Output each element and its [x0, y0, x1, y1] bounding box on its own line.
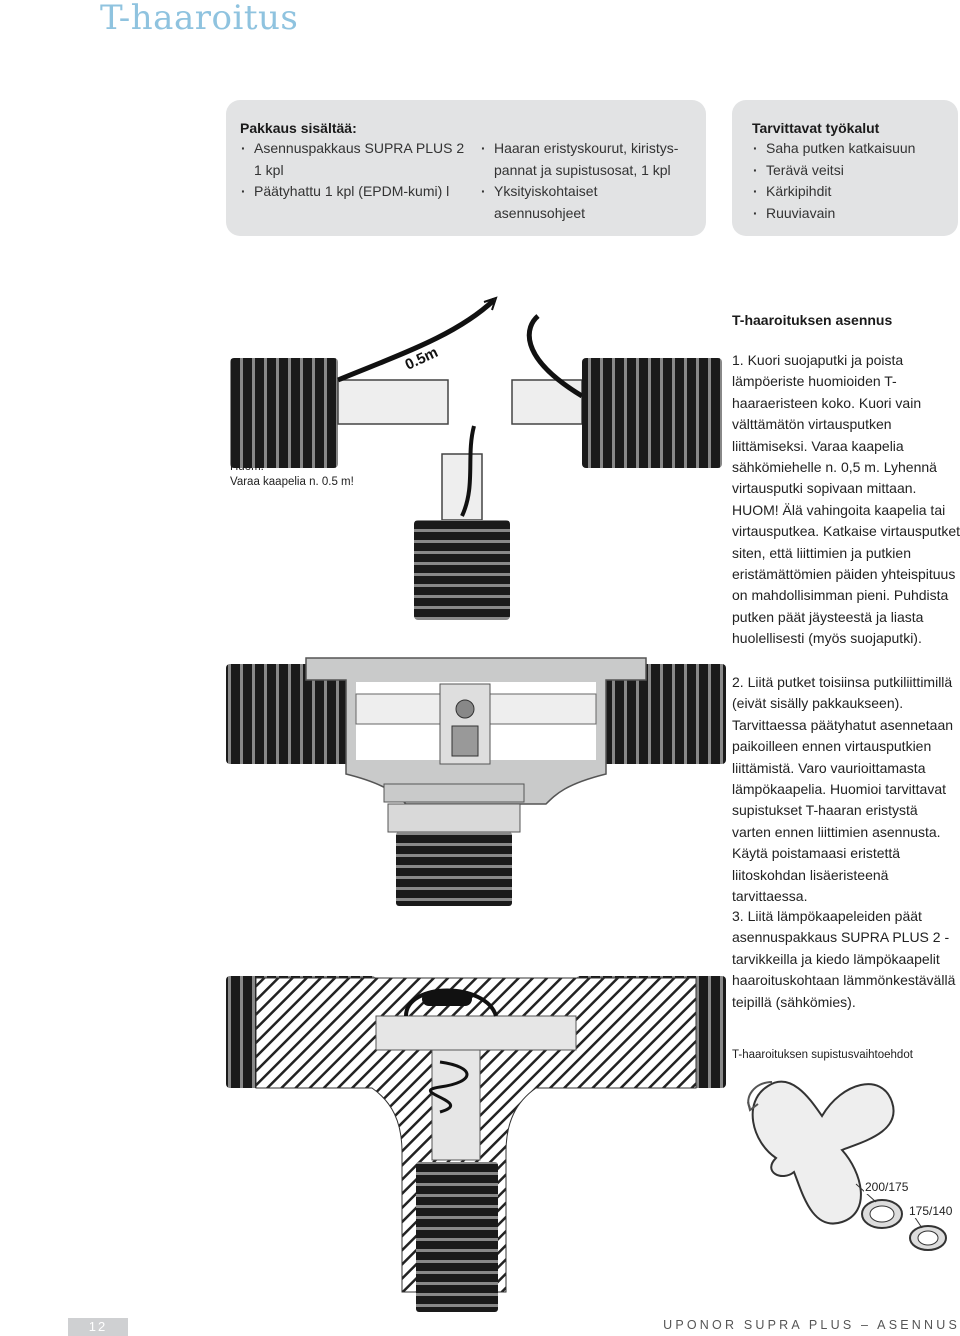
reducer-label-200-175: 200/175 [864, 1180, 910, 1194]
section-title: T-haaroituksen asennus [732, 312, 893, 328]
list-item: Päätyhattu 1 kpl (EPDM-kumi) l [240, 181, 472, 203]
reducer-caption: T-haaroituksen supistusvaihtoehdot [732, 1049, 913, 1061]
package-contents-list-1: Asennuspakkaus SUPRA PLUS 2 1 kpl Päätyh… [240, 138, 472, 203]
list-item: Saha putken katkaisuun [752, 138, 952, 160]
tools-heading: Tarvittavat työkalut [752, 120, 880, 136]
cable-note-line-2: Varaa kaapelia n. 0.5 m! [230, 476, 354, 488]
step-3-text: 3. Liitä lämpökaapeleiden päät asennuspa… [732, 908, 956, 1010]
package-contents-heading: Pakkaus sisältää: [240, 120, 357, 136]
list-item: Asennuspakkaus SUPRA PLUS 2 1 kpl [240, 138, 472, 181]
list-item: Haaran eristyskourut, kiristys-pannat ja… [480, 138, 690, 181]
page-number: 12 [88, 1319, 108, 1334]
figure-reducers [747, 1080, 947, 1251]
figure-coupled-pipes [226, 657, 726, 906]
figure-t-insulation [226, 976, 726, 1312]
list-item: Kärkipihdit [752, 181, 952, 203]
package-contents-box: Pakkaus sisältää: Asennuspakkaus SUPRA P… [226, 100, 706, 236]
tools-box: Tarvittavat työkalut Saha putken katkais… [732, 100, 958, 236]
reducer-label-175-140: 175/140 [908, 1204, 954, 1218]
tools-list: Saha putken katkaisuun Terävä veitsi Kär… [752, 138, 952, 224]
page-title: T-haaroitus [100, 0, 299, 38]
step-2-text: 2. Liitä putket toisiinsa putkiliittimil… [732, 674, 954, 905]
step-1-text: 1. Kuori suojaputki ja poista lämpöerist… [732, 352, 960, 647]
page-number-box: 12 [68, 1318, 128, 1336]
list-item: Yksityiskohtaiset asennusohjeet [480, 181, 690, 224]
package-contents-list-2: Haaran eristyskourut, kiristys-pannat ja… [480, 138, 690, 224]
footer-text: UPONOR SUPRA PLUS – ASENNUS [663, 1318, 960, 1332]
figure-stripped-pipes: 0.5m [230, 296, 722, 620]
list-item: Ruuviavain [752, 203, 952, 225]
list-item: Terävä veitsi [752, 160, 952, 182]
length-label: 0.5m [403, 344, 441, 374]
